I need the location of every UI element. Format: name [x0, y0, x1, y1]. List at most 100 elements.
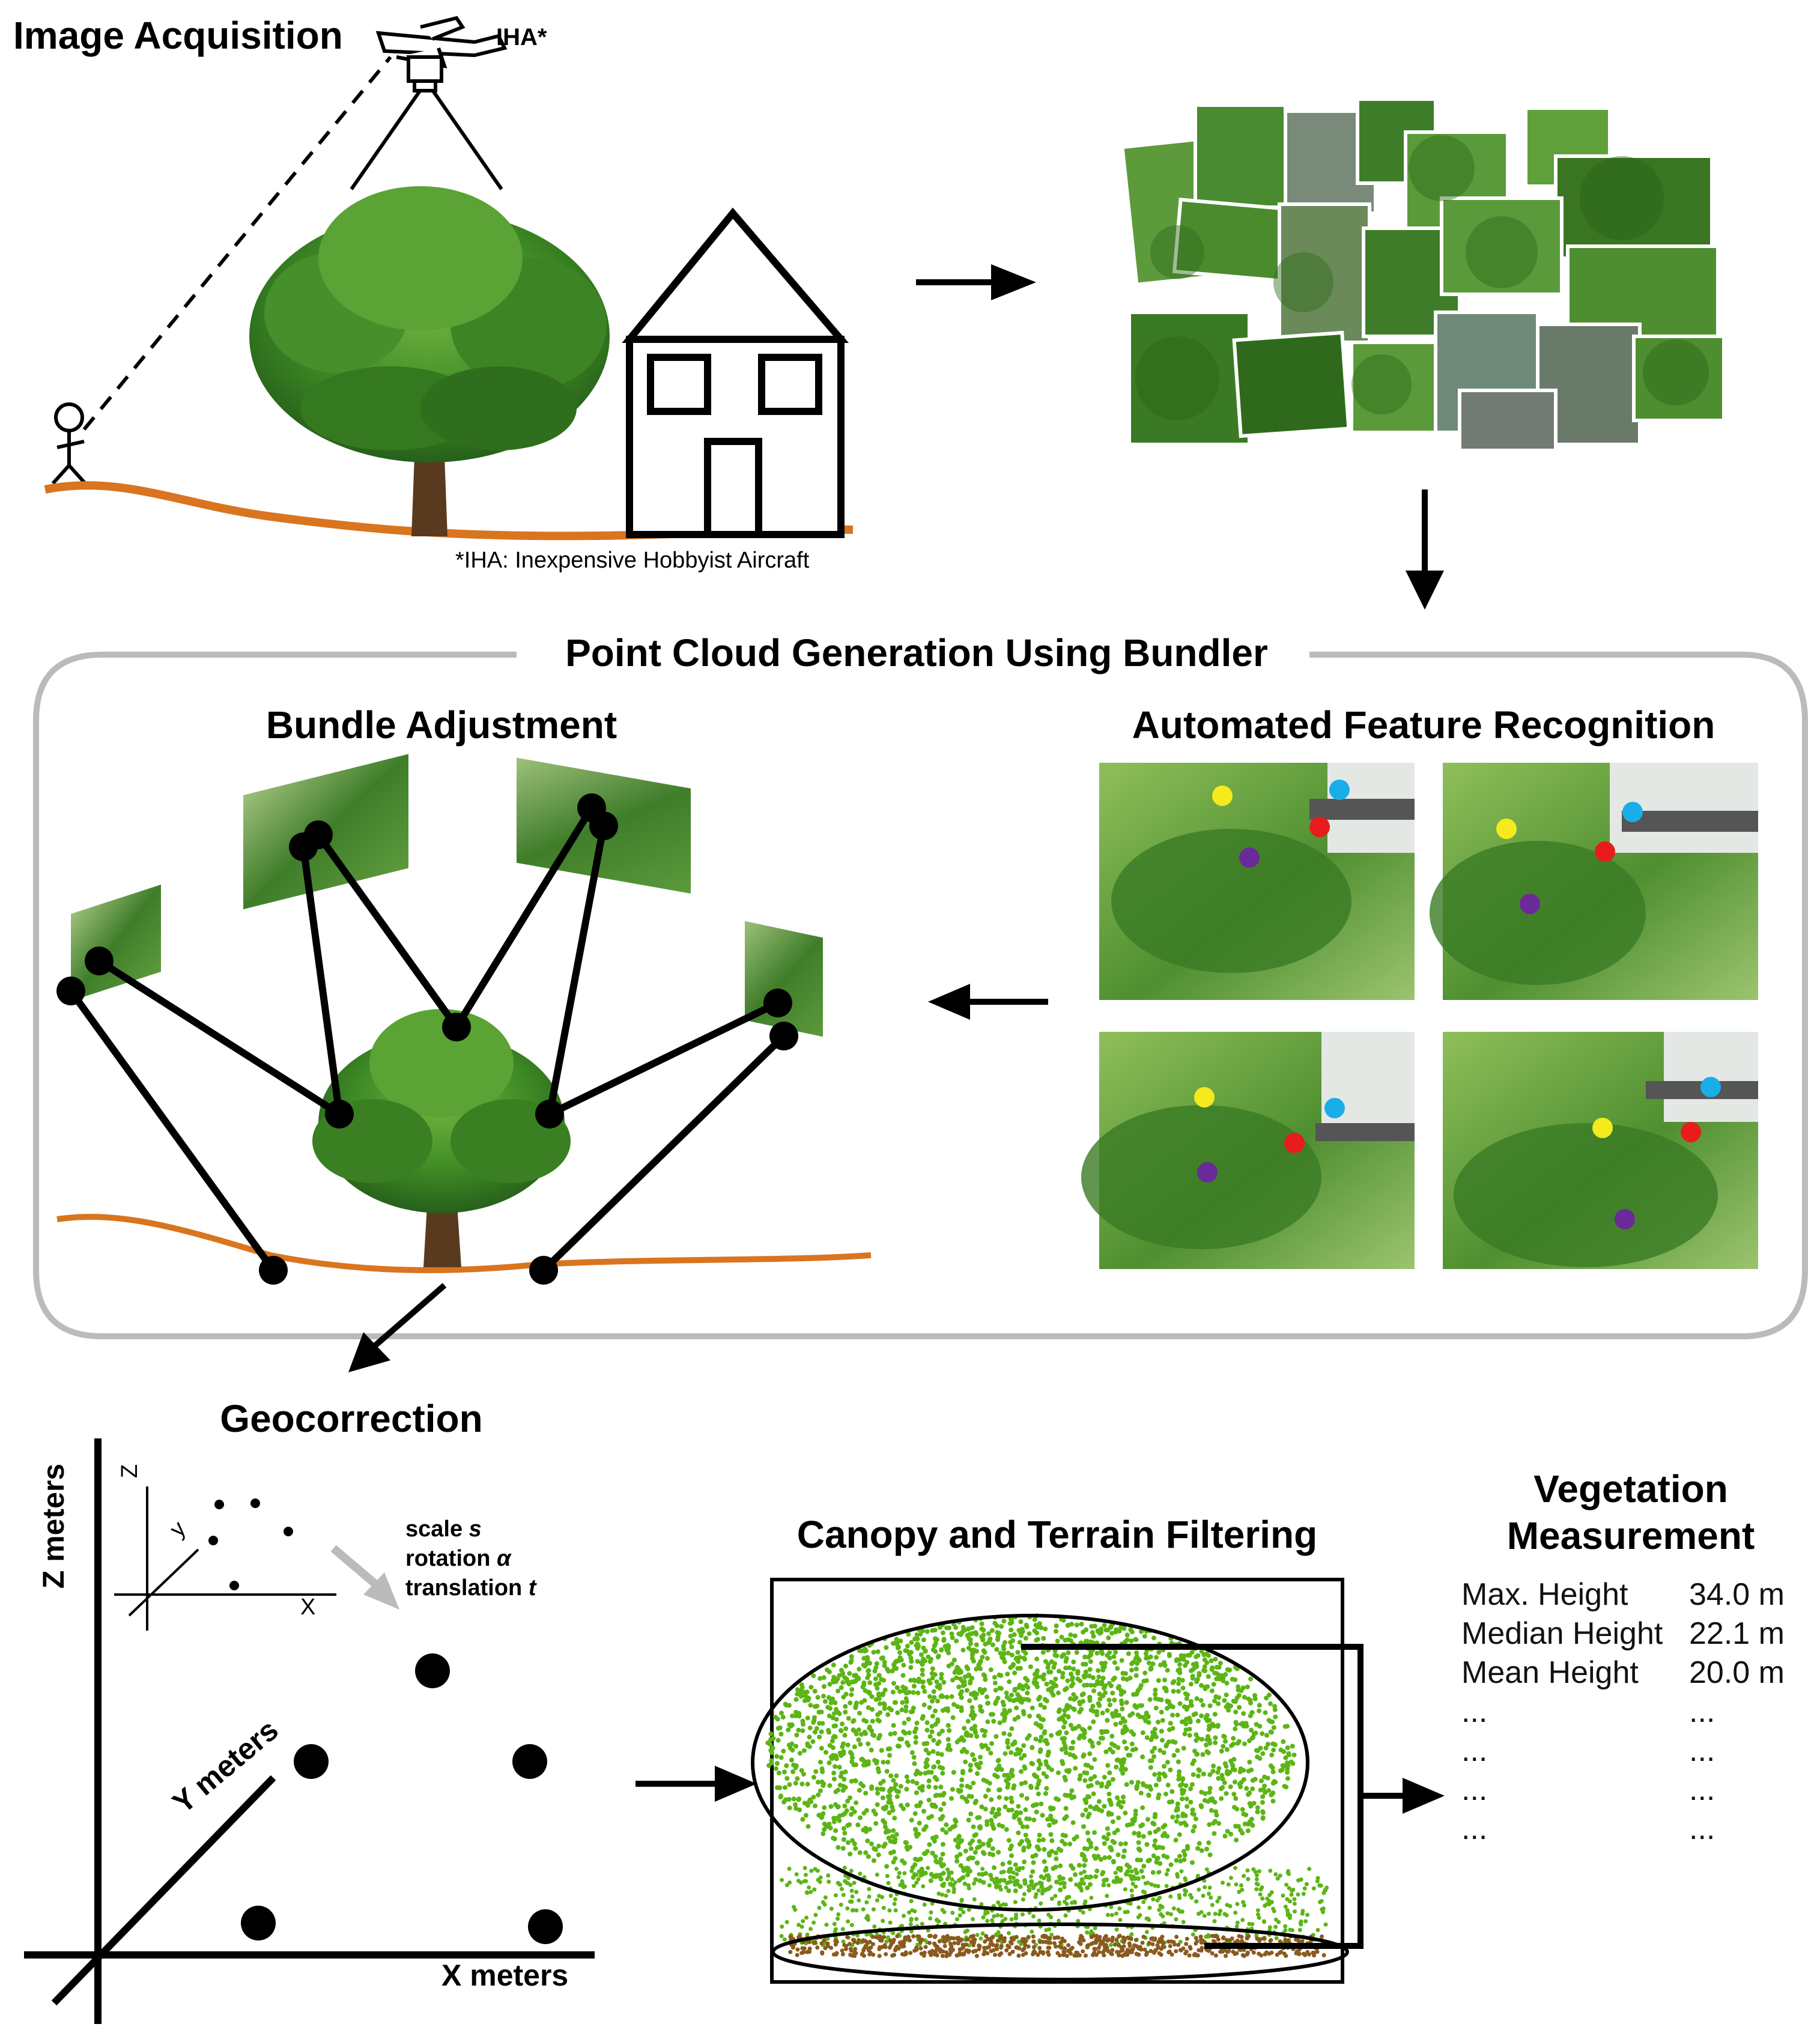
canopy-point	[1000, 1861, 1006, 1867]
canopy-point	[1311, 1886, 1316, 1891]
canopy-point	[1022, 1859, 1027, 1865]
canopy-point	[993, 1688, 998, 1693]
canopy-point	[1029, 1760, 1034, 1766]
canopy-point	[1128, 1873, 1133, 1878]
canopy-point	[1165, 1699, 1170, 1704]
canopy-point	[1105, 1826, 1110, 1831]
canopy-point	[1129, 1638, 1134, 1644]
terrain-point	[932, 1952, 937, 1957]
canopy-point	[953, 1817, 958, 1823]
canopy-point	[887, 1706, 892, 1711]
canopy-point	[950, 1715, 956, 1720]
canopy-point	[1039, 1724, 1044, 1730]
terrain-point	[918, 1946, 923, 1951]
canopy-point	[1018, 1810, 1023, 1816]
terrain-point	[951, 1936, 956, 1941]
canopy-point	[1066, 1650, 1071, 1655]
canopy-point	[1220, 1777, 1225, 1782]
terrain-point	[1037, 1939, 1042, 1944]
canopy-point	[1171, 1906, 1176, 1910]
canopy-point	[991, 1718, 996, 1724]
canopy-point	[1021, 1845, 1027, 1850]
canopy-point	[1248, 1676, 1254, 1682]
canopy-point	[1040, 1891, 1045, 1896]
canopy-point	[949, 1631, 954, 1637]
canopy-point	[1106, 1883, 1111, 1888]
canopy-point	[884, 1828, 890, 1833]
canopy-point	[855, 1933, 860, 1938]
terrain-point	[1199, 1938, 1203, 1942]
canopy-point	[1076, 1736, 1082, 1741]
canopy-point	[912, 1862, 918, 1867]
canopy-point	[857, 1898, 861, 1903]
canopy-point	[1052, 1652, 1058, 1658]
canopy-point	[1129, 1780, 1134, 1785]
canopy-point	[800, 1817, 805, 1822]
canopy-point	[1181, 1745, 1186, 1751]
canopy-point	[965, 1865, 971, 1871]
canopy-point	[998, 1686, 1004, 1691]
canopy-point	[945, 1722, 951, 1728]
canopy-point	[1088, 1659, 1093, 1664]
canopy-point	[865, 1655, 870, 1660]
canopy-point	[1148, 1737, 1154, 1742]
canopy-point	[913, 1772, 918, 1777]
canopy-point	[1180, 1677, 1185, 1683]
terrain-point	[974, 1954, 979, 1959]
canopy-point	[984, 1822, 990, 1827]
canopy-point	[1115, 1757, 1121, 1763]
terrain-point	[1150, 1942, 1155, 1947]
canopy-point	[863, 1850, 869, 1855]
canopy-point	[1012, 1686, 1018, 1692]
canopy-point	[833, 1764, 838, 1769]
operator-icon	[51, 402, 87, 485]
canopy-point	[992, 1674, 997, 1680]
canopy-point	[922, 1689, 927, 1694]
canopy-point	[1074, 1882, 1079, 1887]
canopy-point	[1019, 1633, 1024, 1638]
canopy-point	[827, 1822, 832, 1827]
canopy-point	[1091, 1634, 1096, 1639]
canopy-point	[1090, 1630, 1095, 1635]
canopy-point	[1067, 1841, 1073, 1847]
canopy-point	[1273, 1924, 1278, 1929]
canopy-point	[1152, 1814, 1157, 1820]
canopy-point	[1073, 1872, 1078, 1877]
canopy-point	[1151, 1754, 1157, 1759]
canopy-point	[778, 1793, 784, 1799]
canopy-point	[823, 1895, 828, 1900]
terrain-point	[1275, 1953, 1279, 1957]
canopy-point	[1138, 1858, 1144, 1863]
canopy-point	[1204, 1742, 1209, 1748]
canopy-point	[1151, 1635, 1156, 1641]
canopy-point	[844, 1808, 849, 1813]
canopy-point	[972, 1850, 978, 1855]
canopy-point	[1262, 1919, 1266, 1924]
canopy-point	[897, 1650, 903, 1655]
canopy-point	[924, 1629, 930, 1634]
terrain-point	[1022, 1947, 1027, 1951]
terrain-point	[932, 1935, 937, 1939]
canopy-point	[1048, 1832, 1054, 1837]
terrain-point	[1169, 1939, 1174, 1944]
canopy-point	[1315, 1928, 1320, 1932]
canopy-point	[1069, 1671, 1073, 1677]
canopy-point	[795, 1776, 800, 1781]
canopy-point	[939, 1752, 944, 1757]
canopy-point	[1210, 1798, 1215, 1803]
canopy-point	[974, 1734, 980, 1739]
canopy-point	[1091, 1806, 1097, 1811]
aircraft-icon	[375, 16, 508, 92]
canopy-point	[924, 1727, 930, 1733]
canopy-point	[1304, 1882, 1309, 1886]
canopy-point	[1175, 1814, 1180, 1819]
canopy-point	[1123, 1841, 1128, 1846]
canopy-point	[1218, 1786, 1224, 1792]
canopy-point	[1136, 1915, 1141, 1919]
canopy-point	[856, 1737, 861, 1742]
canopy-point	[801, 1919, 805, 1924]
canopy-point	[913, 1828, 918, 1833]
canopy-point	[821, 1684, 827, 1689]
terrain-point	[1055, 1935, 1060, 1940]
canopy-point	[914, 1916, 919, 1921]
